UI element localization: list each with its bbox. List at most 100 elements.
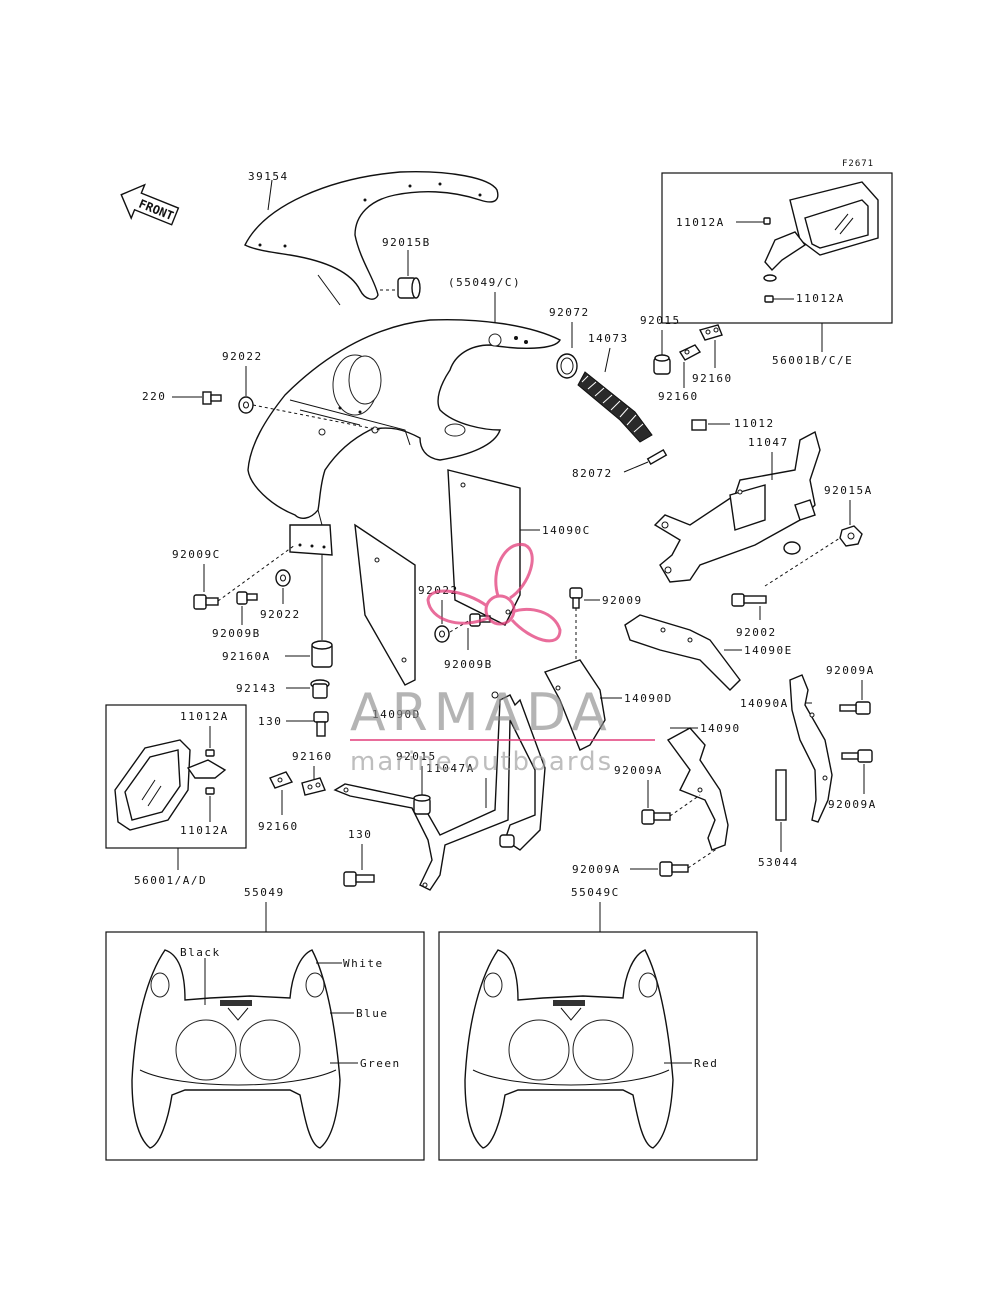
label-92143: 92143 — [236, 682, 277, 695]
label-mirror-left-top: 11012A — [180, 710, 229, 723]
bolt-92009a-r2 — [841, 749, 873, 763]
label-11047: 11047 — [748, 436, 789, 449]
label-56001ad: 56001/A/D — [134, 874, 207, 887]
cowl-color-black: Black — [180, 946, 221, 959]
bolt-130-top — [313, 711, 329, 737]
label-11012-mid: 11012 — [734, 417, 775, 430]
label-92022-left: 92022 — [260, 608, 301, 621]
stay-11047 — [653, 430, 821, 583]
plate-92160-a — [678, 344, 702, 361]
label-92160-r1: 92160 — [692, 372, 733, 385]
cap-11012 — [691, 419, 707, 431]
propeller-icon — [426, 543, 562, 643]
plate-92160-b — [698, 324, 723, 341]
label-92009b-left: 92009B — [212, 627, 261, 640]
diagram-code: F2671 — [842, 159, 874, 169]
collar-92143 — [310, 679, 330, 699]
label-53044: 53044 — [758, 856, 799, 869]
washer-92022-left — [275, 569, 291, 587]
label-55049c: 55049C — [571, 886, 620, 899]
label-92072-top: 92072 — [549, 306, 590, 319]
cowl-front-view-left — [131, 949, 341, 1149]
cowl-color-blue: Blue — [356, 1007, 389, 1020]
watermark-logo: ARMADA marine outboards — [350, 543, 655, 777]
mirror-left-box — [105, 704, 247, 849]
bracket-14090 — [666, 727, 729, 851]
upper-cowl — [247, 318, 561, 556]
watermark-title: ARMADA — [350, 683, 613, 743]
label-92015-mid: 92015 — [396, 750, 437, 763]
label-39154: 39154 — [248, 170, 289, 183]
label-mirror-right-top: 11012A — [676, 216, 725, 229]
cowl-front-view-right — [464, 949, 674, 1149]
plate-92160-d — [269, 771, 294, 789]
label-92009a-r1: 92009A — [826, 664, 875, 677]
mirror-right — [763, 181, 879, 282]
label-92002: 92002 — [736, 626, 777, 639]
bolt-92009a-r1 — [839, 701, 871, 715]
label-14090d-right: 14090D — [624, 692, 673, 705]
label-92009a-mid: 92009A — [614, 764, 663, 777]
cowl-color-red: Red — [694, 1057, 718, 1070]
hose-14073 — [577, 371, 653, 443]
label-mirror-right-bottom: 11012A — [796, 292, 845, 305]
label-mirror-left-bottom: 11012A — [180, 824, 229, 837]
label-92160a: 92160A — [222, 650, 271, 663]
mirror-left — [114, 739, 227, 831]
bolt-130-bot — [343, 871, 375, 887]
label-92009c: 92009C — [172, 548, 221, 561]
label-14090e: 14090E — [744, 644, 793, 657]
label-11047a: 11047A — [426, 762, 475, 775]
cowl-color-green: Green — [360, 1057, 401, 1070]
pad-53044 — [775, 769, 787, 821]
label-92009a-r2: 92009A — [828, 798, 877, 811]
screw-92009b-left — [236, 591, 258, 605]
label-130-top: 130 — [258, 715, 282, 728]
label-14090c: 14090C — [542, 524, 591, 537]
inner-panel-14090d-right — [543, 659, 606, 751]
label-92009b-mid: 92009B — [444, 658, 493, 671]
label-92160-l1: 92160 — [292, 750, 333, 763]
label-14073: 14073 — [588, 332, 629, 345]
damper-92160a — [311, 640, 333, 668]
washer-92022-top — [238, 396, 254, 414]
label-14090d-left: 14090D — [372, 708, 421, 721]
bolt-92002 — [731, 593, 767, 607]
grommet-92015-mid — [413, 794, 431, 815]
mirror-right-box — [661, 172, 893, 324]
label-92015a: 92015A — [824, 484, 873, 497]
label-82072: 82072 — [572, 467, 613, 480]
plate-92160-c — [301, 777, 326, 796]
watermark-subtitle: marine outboards — [350, 747, 613, 777]
nut-92015a — [839, 525, 863, 547]
label-92022-top: 92022 — [222, 350, 263, 363]
label-130-bot: 130 — [348, 828, 372, 841]
label-14090: 14090 — [700, 722, 741, 735]
label-92015b: 92015B — [382, 236, 431, 249]
panel-14090e — [624, 614, 741, 691]
cowl-left-box — [105, 931, 425, 1161]
label-56001bce: 56001B/C/E — [772, 354, 853, 367]
screw-92009-mid — [569, 587, 583, 609]
front-arrow-icon: FRONT — [120, 183, 180, 226]
screw-220 — [202, 391, 222, 405]
label-92160-l2: 92160 — [258, 820, 299, 833]
screw-92009c — [193, 594, 219, 610]
cowl-color-white: White — [343, 957, 384, 970]
stay-11047a — [333, 691, 546, 891]
label-55049c-ref: (55049/C) — [448, 276, 521, 289]
bolt-92009a-mid — [641, 809, 671, 825]
label-14090a: 14090A — [740, 697, 789, 710]
inner-panel-14090d-left — [354, 523, 416, 686]
grommet-92015b — [397, 277, 421, 299]
clip-82072 — [646, 448, 668, 466]
windshield — [244, 170, 499, 306]
washer-92022-mid — [434, 625, 450, 643]
clamp-92072 — [556, 353, 578, 379]
label-92015-top: 92015 — [640, 314, 681, 327]
nut-92015-top — [653, 354, 671, 375]
bracket-14090a — [789, 674, 833, 823]
cowl-right-box — [438, 931, 758, 1161]
